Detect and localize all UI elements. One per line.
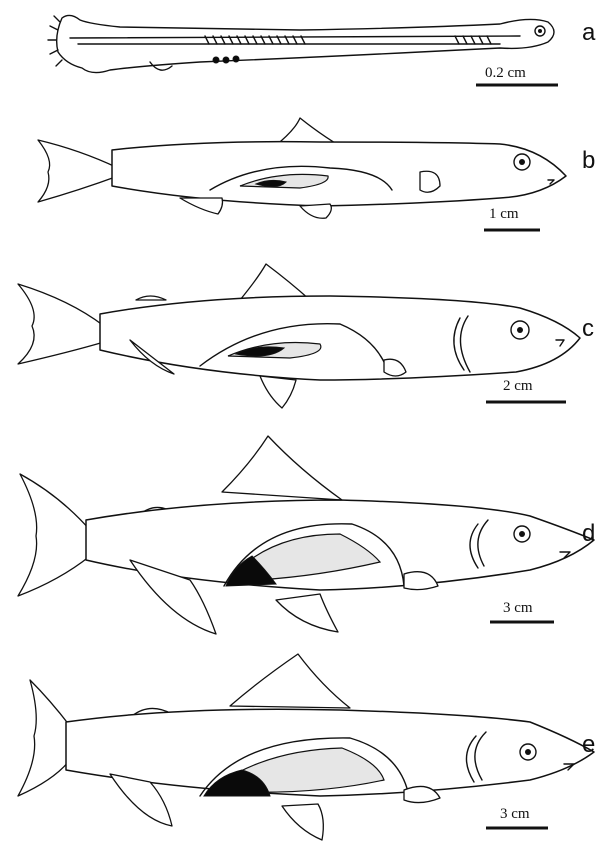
larva-drawing xyxy=(48,15,554,72)
panel-letter-e: e xyxy=(582,731,595,758)
scale-label-d: 3 cm xyxy=(503,600,533,616)
panel-c: c 2 cm xyxy=(18,264,594,408)
panel-letter-a: a xyxy=(582,19,596,46)
panel-a: a 0.2 cm xyxy=(48,15,596,85)
fish-c-drawing xyxy=(18,264,580,408)
scale-label-a: 0.2 cm xyxy=(485,65,526,81)
panel-e: e 3 cm xyxy=(18,654,595,840)
scale-label-b: 1 cm xyxy=(489,206,519,222)
fish-b-drawing xyxy=(38,118,566,218)
panel-letter-c: c xyxy=(582,315,594,342)
panel-b: b 1 cm xyxy=(38,118,595,230)
panel-letter-b: b xyxy=(582,147,595,174)
panel-letter-d: d xyxy=(582,520,595,547)
scale-label-c: 2 cm xyxy=(503,378,533,394)
scale-label-e: 3 cm xyxy=(500,806,530,822)
panel-d: d 3 cm xyxy=(18,436,595,634)
